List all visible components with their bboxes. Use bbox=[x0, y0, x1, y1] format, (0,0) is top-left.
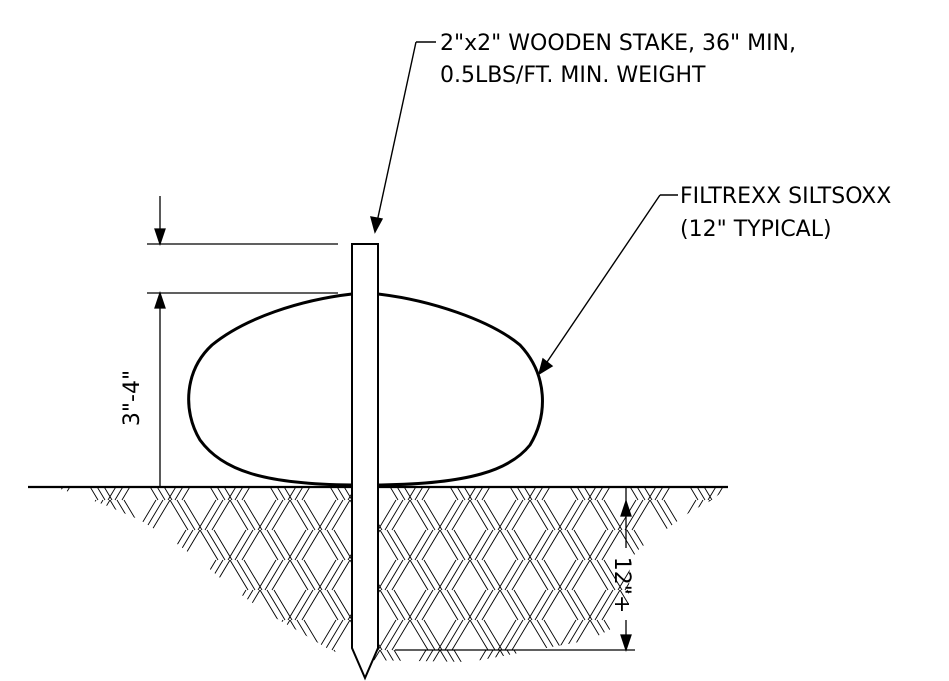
sock-callout-line2: (12" TYPICAL) bbox=[680, 217, 832, 242]
stake-leader bbox=[370, 41, 436, 234]
stake-callout-line1: 2"x2" WOODEN STAKE, 36" MIN, bbox=[440, 31, 796, 56]
filter-sock-left bbox=[187, 292, 353, 487]
stake-callout-line2: 0.5LBS/FT. MIN. WEIGHT bbox=[440, 63, 706, 88]
embed-depth-dimension bbox=[395, 487, 635, 653]
embed-depth-label: 12"+ bbox=[609, 557, 634, 614]
sock-callout-line1: FILTREXX SILTSOXX bbox=[680, 184, 891, 209]
sock-height-dimension bbox=[147, 196, 338, 487]
sock-height-label: 3"-4" bbox=[120, 370, 145, 426]
wooden-stake bbox=[351, 243, 379, 681]
filter-sock-right bbox=[377, 292, 544, 487]
sock-leader bbox=[537, 194, 678, 376]
